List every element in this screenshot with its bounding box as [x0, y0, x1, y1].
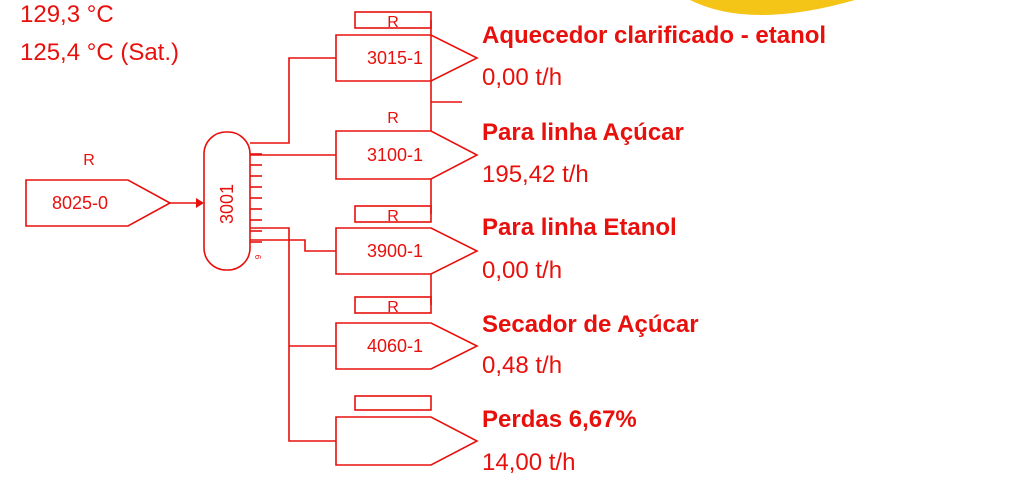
losses-pentagon-shape — [335, 416, 479, 466]
header-tick-marks — [250, 153, 262, 243]
flow-value: 14,00 t/h — [482, 449, 575, 476]
valve-id-label: 3900-1 — [367, 241, 423, 261]
source-pentagon-shape — [25, 179, 172, 227]
header-connection-lines — [250, 57, 336, 442]
losses-block[interactable] — [335, 395, 479, 466]
valve-id-label: 4060-1 — [367, 336, 423, 356]
destination-label: Para linha Açúcar — [482, 119, 684, 146]
valve-tag: R — [387, 110, 399, 127]
valve-3100-1[interactable]: R 3100-1 — [335, 110, 479, 180]
valve-pentagon-shape — [335, 34, 479, 82]
destination-label: Perdas 6,67% — [482, 406, 637, 433]
source-8025-0[interactable]: R 8025-0 — [25, 152, 172, 227]
valve-4060-1[interactable]: R 4060-1 — [335, 296, 479, 370]
yellow-accent-shape — [690, 0, 855, 15]
valve-pentagon-shape — [335, 322, 479, 370]
flow-value: 0,48 t/h — [482, 352, 562, 379]
destination-label: Secador de Açúcar — [482, 311, 699, 338]
valve-id-label: 3015-1 — [367, 48, 423, 68]
flow-value: 0,00 t/h — [482, 64, 562, 91]
source-tag: R — [83, 152, 95, 169]
destination-label: Para linha Etanol — [482, 214, 677, 241]
flow-value: 0,00 t/h — [482, 257, 562, 284]
valve-tag: R — [387, 208, 399, 225]
source-id-label: 8025-0 — [52, 193, 108, 213]
valve-tag: R — [387, 299, 399, 316]
temperature-text: 129,3 °C — [20, 1, 114, 28]
destination-label: Aquecedor clarificado - etanol — [482, 22, 826, 49]
control-signal-lines — [430, 20, 462, 305]
losses-box — [354, 395, 432, 411]
valve-3900-1[interactable]: R 3900-1 — [335, 205, 479, 275]
header-3001[interactable]: 3001 9 — [203, 131, 263, 271]
header-id-label: 3001 — [217, 184, 237, 224]
valve-3015-1[interactable]: R 3015-1 — [335, 11, 479, 82]
flow-value: 195,42 t/h — [482, 161, 589, 188]
valve-pentagon-shape — [335, 227, 479, 275]
valve-id-label: 3100-1 — [367, 145, 423, 165]
header-small-tag: 9 — [254, 254, 263, 259]
valve-pentagon-shape — [335, 130, 479, 180]
arrowhead-icon — [196, 198, 204, 208]
header-capsule-shape — [203, 131, 251, 271]
valve-tag: R — [387, 14, 399, 31]
saturation-temperature-text: 125,4 °C (Sat.) — [20, 39, 179, 66]
